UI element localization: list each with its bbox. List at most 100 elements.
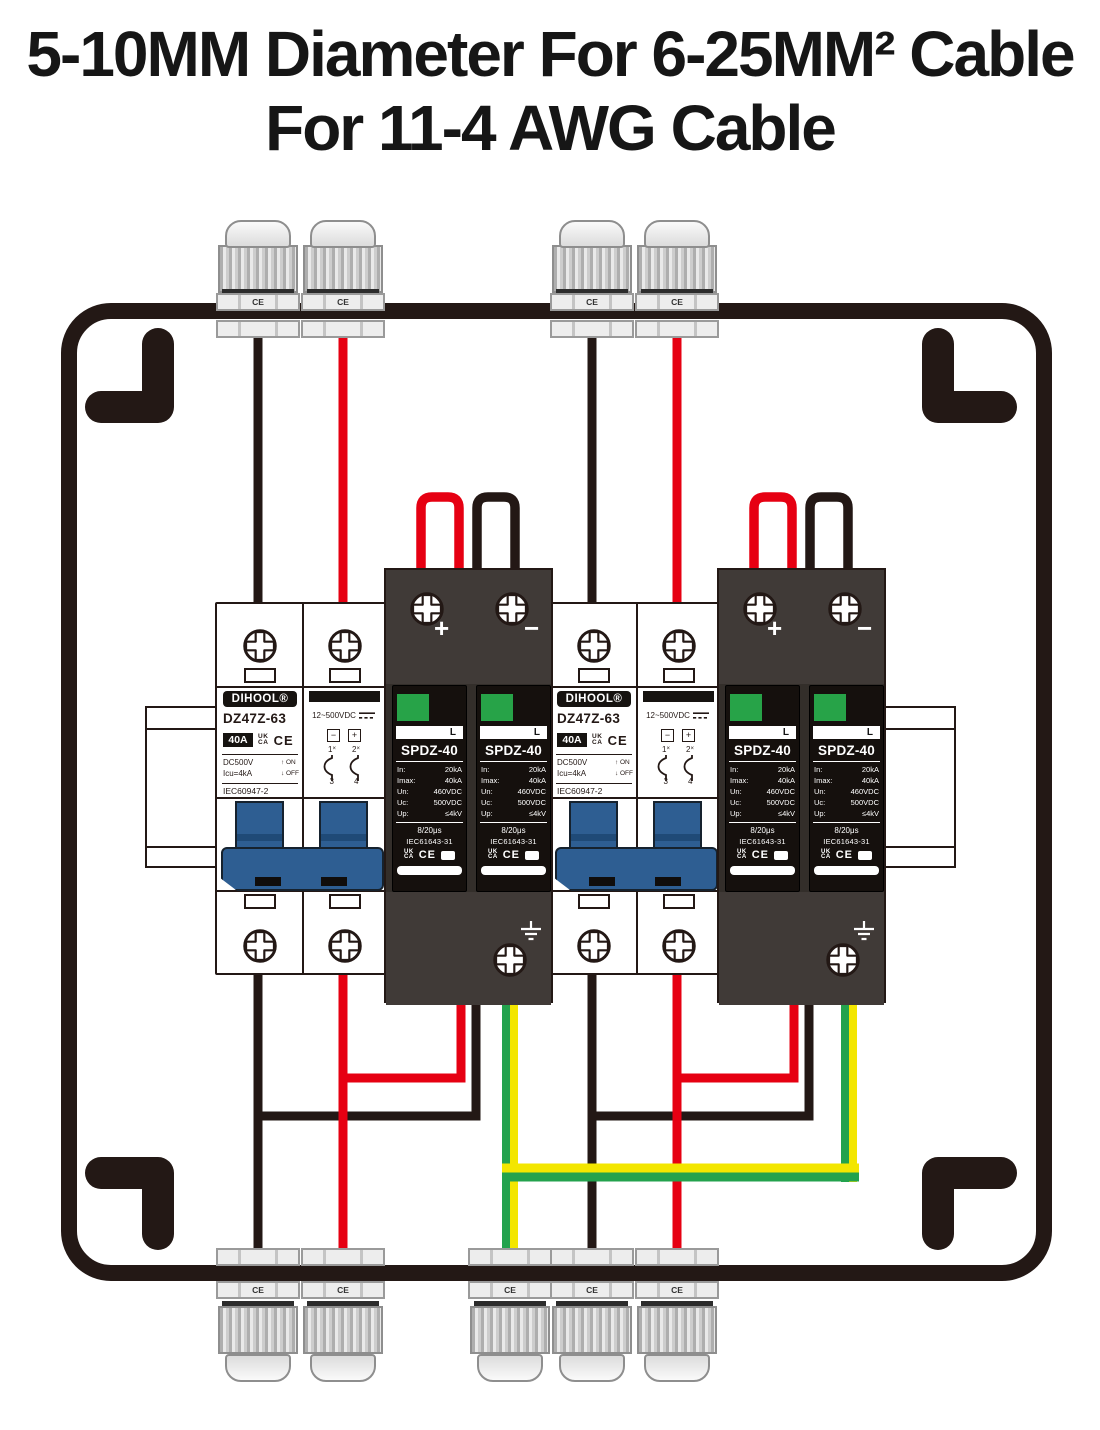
gland-flange-inner	[468, 1248, 552, 1266]
impulse-wave: 8/20μs	[417, 826, 442, 835]
wire-red-spd2-branch	[677, 1000, 799, 1083]
blank-label-bar	[309, 691, 380, 702]
ce-mark: CE	[751, 849, 769, 861]
on-off-indicator: ↑ ON ↓ OFF	[280, 759, 299, 777]
minus-terminal-label: −	[524, 613, 540, 643]
gland-body	[218, 245, 298, 293]
ce-mark: CE	[607, 732, 628, 748]
gland-flange: CE	[550, 1281, 634, 1299]
gland-flange: CE	[301, 293, 385, 311]
module-label: L	[533, 727, 540, 738]
terminal-screw-icon	[243, 629, 277, 663]
gland-flange: CE	[550, 293, 634, 311]
brand-badge: DIHOOL®	[223, 691, 297, 707]
gland-dome	[644, 1354, 710, 1382]
terminal-screw-icon	[495, 592, 529, 626]
jumper-loop-red-spd1	[416, 492, 464, 568]
terminal-tab	[244, 668, 276, 683]
spd-model: SPDZ-40	[818, 743, 875, 758]
gland-ring	[307, 1301, 379, 1307]
gland-ring	[222, 289, 294, 295]
terminal-tab	[244, 894, 276, 909]
terminal-screw-icon	[410, 592, 444, 626]
toggle-stem	[653, 801, 702, 849]
impulse-wave: 8/20μs	[834, 826, 859, 835]
divider	[222, 754, 298, 755]
divider	[729, 761, 796, 762]
contact-curve-icon	[323, 755, 359, 781]
status-indicator	[730, 694, 762, 721]
din-rail-left	[145, 706, 217, 868]
spd-module: L SPDZ-40 In:20kA Imax:40kA Un:460VDC Uc…	[476, 685, 551, 892]
voltage-range: 12~500VDC	[646, 711, 690, 720]
module-handle-bar	[730, 866, 795, 875]
gland-ring	[222, 1301, 294, 1307]
handle-slot	[589, 877, 615, 886]
terminal-2: 2×	[352, 745, 360, 754]
breaker-standard: IEC60947-2	[557, 786, 603, 796]
gland-ring	[307, 289, 379, 295]
wire-red-spd1-branch	[343, 1000, 466, 1083]
label-square	[524, 850, 539, 860]
gland-dome	[310, 1354, 376, 1382]
rating-badge: 40A	[557, 733, 587, 747]
dc-symbol-icon	[692, 712, 709, 719]
spd-specs: In:20kA Imax:40kA Un:460VDC Uc:500VDC Up…	[481, 765, 546, 818]
breaker-toggle-handle	[221, 847, 384, 891]
terminal-3: 3	[663, 777, 668, 786]
terminal-1: 1×	[662, 745, 670, 754]
module-handle-bar	[814, 866, 879, 875]
gland-dome	[559, 1354, 625, 1382]
minus-box: −	[327, 729, 340, 742]
terminal-screw-icon	[743, 592, 777, 626]
terminal-screw-icon	[328, 629, 362, 663]
dc-symbol-icon	[358, 712, 375, 719]
spd-module: L SPDZ-40 In:20kA Imax:40kA Un:460VDC Uc…	[809, 685, 884, 892]
gland-flange: CE	[468, 1281, 552, 1299]
spd-module: L SPDZ-40 In:20kA Imax:40kA Un:460VDC Uc…	[392, 685, 467, 892]
gland-dome	[225, 220, 291, 248]
toggle-stem	[569, 801, 618, 849]
page-title: 5-10MM Diameter For 6-25MM² Cable For 11…	[0, 18, 1100, 165]
module-handle-bar	[397, 866, 462, 875]
label-square	[857, 850, 872, 860]
section-divider	[217, 686, 384, 688]
terminal-screw-icon	[243, 929, 277, 963]
breaker-standard: IEC60947-2	[223, 786, 269, 796]
spd-model: SPDZ-40	[401, 743, 458, 758]
spd-specs: In:20kA Imax:40kA Un:460VDC Uc:500VDC Up…	[730, 765, 795, 818]
section-divider	[551, 686, 718, 688]
terminal-4: 4	[354, 777, 359, 786]
corner-bracket-top-left	[85, 328, 174, 423]
impulse-wave: 8/20μs	[750, 826, 775, 835]
gland-body	[470, 1306, 550, 1354]
din-rail-right	[884, 706, 956, 868]
gland-body	[218, 1306, 298, 1354]
voltage-spec: DC500V Icu=4kA	[223, 758, 254, 778]
section-divider	[551, 890, 718, 892]
contact-curve-icon	[657, 755, 693, 781]
gland-flange-inner	[635, 320, 719, 338]
blank-label-bar	[643, 691, 714, 702]
ce-mark: CE	[502, 849, 520, 861]
title-line-2: For 11-4 AWG Cable	[265, 91, 837, 164]
terminal-screw-icon	[662, 629, 696, 663]
gland-flange-inner	[550, 320, 634, 338]
handle-slot	[321, 877, 347, 886]
terminal-screw-icon	[828, 592, 862, 626]
title-line-1: 5-10MM Diameter For 6-25MM² Cable	[26, 18, 1075, 90]
gland-dome	[477, 1354, 543, 1382]
breaker-toggle-handle	[555, 847, 718, 891]
corner-bracket-bottom-right	[922, 1157, 1017, 1250]
gland-body	[552, 245, 632, 293]
gland-flange: CE	[216, 293, 300, 311]
pole-divider	[302, 604, 304, 973]
plus-box: +	[682, 729, 695, 742]
